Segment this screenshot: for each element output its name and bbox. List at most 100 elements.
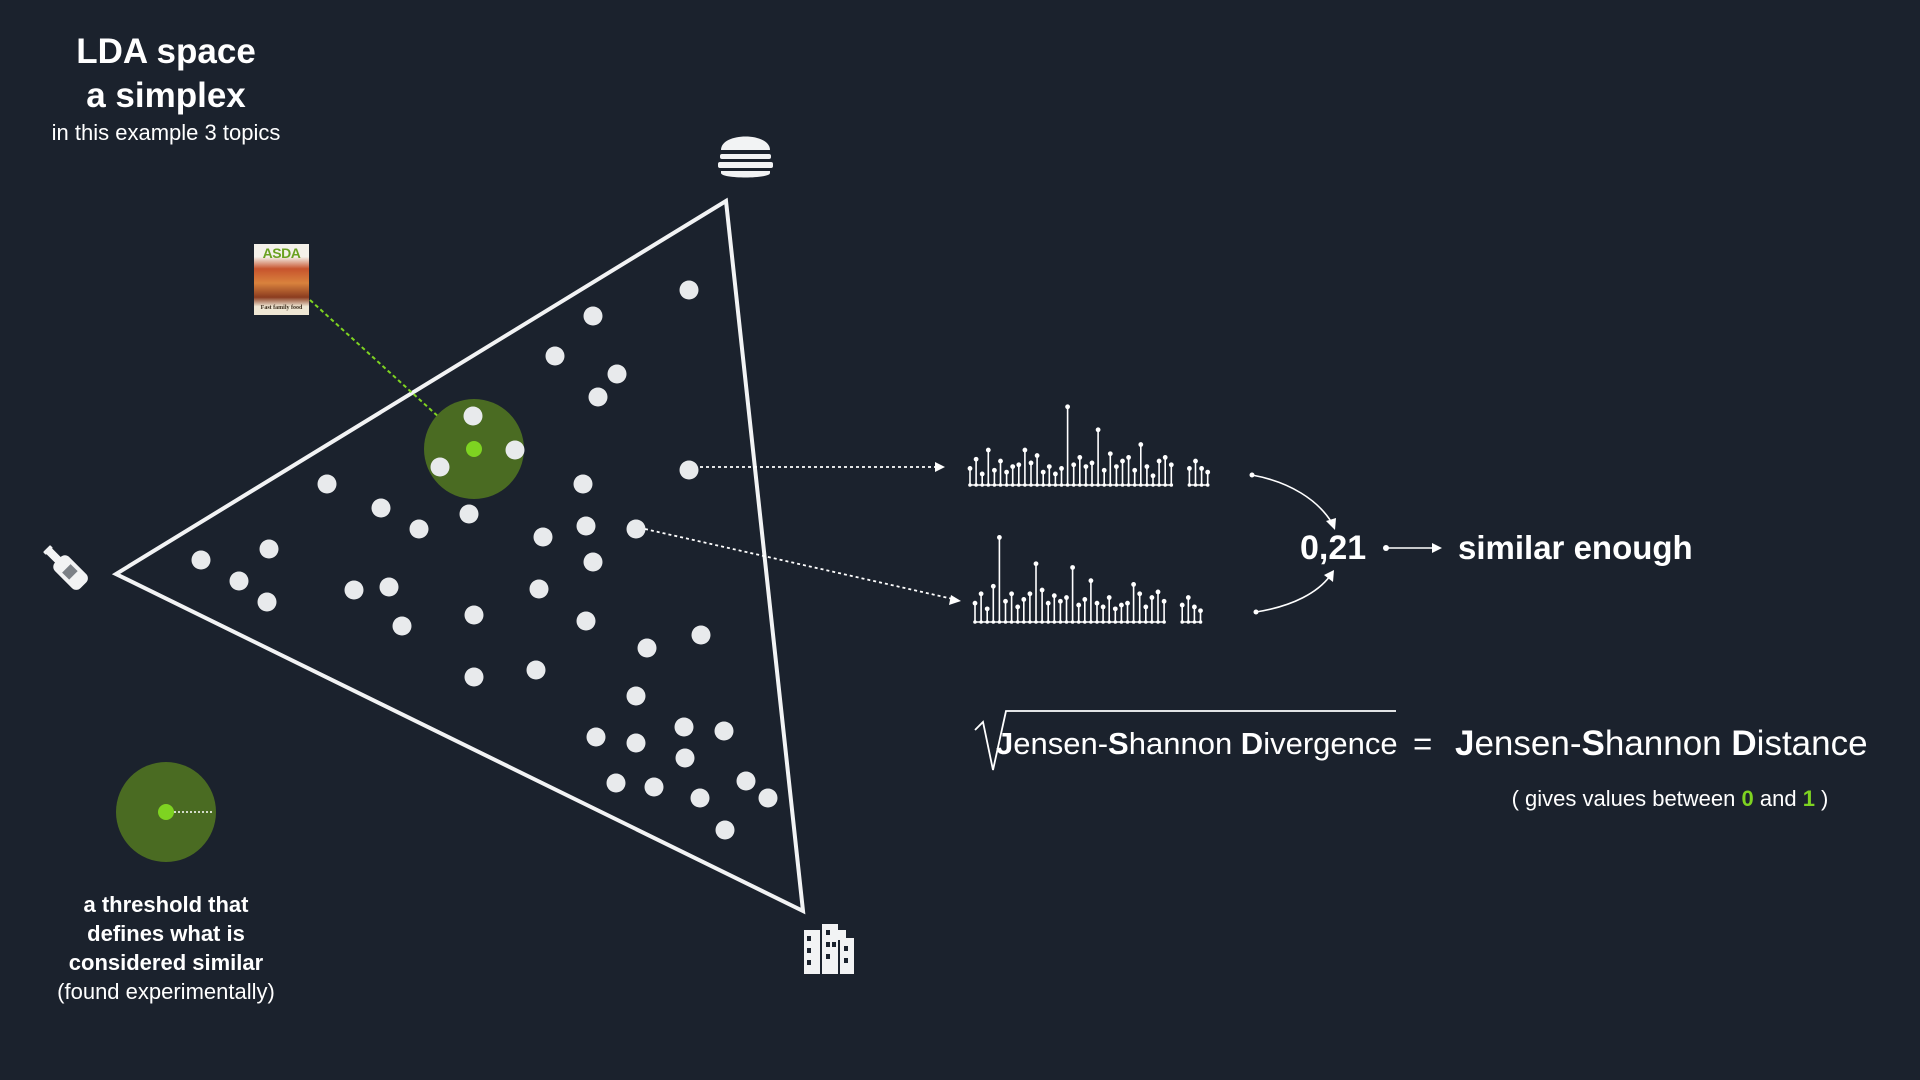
merge-curve-upper-start xyxy=(1249,472,1255,478)
distribution-stem-base xyxy=(1163,483,1167,487)
arrow-to-lower-distribution xyxy=(644,528,954,600)
distribution-stem-head xyxy=(1077,455,1083,460)
distribution-stem-head xyxy=(1155,589,1161,595)
formula-segment: S xyxy=(1581,724,1605,763)
distribution-stem-head xyxy=(1094,600,1100,606)
distribution-stem-head xyxy=(1046,464,1052,469)
distribution-stem-base xyxy=(1083,620,1087,624)
document-point xyxy=(529,579,549,599)
distribution-stem-base xyxy=(1198,620,1203,624)
distribution-stem-head xyxy=(1156,458,1162,464)
distribution-stem-head xyxy=(1076,602,1082,608)
distribution-stem-head xyxy=(1193,458,1198,464)
distribution-stem-base xyxy=(1101,620,1105,624)
distribution-stem-base xyxy=(1078,483,1082,487)
document-point xyxy=(464,667,484,687)
distribution-stem-base xyxy=(1046,620,1050,624)
distribution-stem-head xyxy=(1192,604,1197,610)
distribution-stem-head xyxy=(973,456,979,462)
distribution-stem-base xyxy=(1076,620,1081,624)
distribution-stem-base xyxy=(1089,620,1093,624)
title-subtitle: in this example 3 topics xyxy=(51,120,281,145)
threshold-line-3: considered similar xyxy=(68,950,264,975)
formula-segment: J xyxy=(1455,724,1475,763)
distribution-stem-base xyxy=(1169,483,1174,487)
document-point xyxy=(690,788,710,808)
distribution-stem-head xyxy=(998,458,1003,464)
distribution-stem-head xyxy=(992,467,997,473)
document-point xyxy=(533,527,553,547)
distribution-stem-base xyxy=(1107,620,1111,624)
distribution-stem-base xyxy=(1151,483,1155,487)
distribution-stem-base xyxy=(1015,620,1020,624)
document-point xyxy=(607,364,627,384)
distribution-stem-head xyxy=(1119,602,1124,608)
distribution-stem-head xyxy=(1095,427,1101,433)
formula-segment: hannon xyxy=(1604,724,1732,763)
document-point xyxy=(583,306,603,326)
distribution-stem-base xyxy=(1126,483,1131,487)
distribution-stem-head xyxy=(1149,595,1155,600)
distribution-stem-base xyxy=(1162,620,1166,624)
distribution-stem-head xyxy=(1199,466,1204,471)
distribution-stem-head xyxy=(1107,451,1113,457)
distribution-stem-head xyxy=(1125,600,1130,606)
distribution-stem-base xyxy=(1095,620,1099,624)
distribution-stem-head xyxy=(1016,462,1022,468)
distribution-stem-head xyxy=(1064,595,1069,600)
distribution-stem-head xyxy=(978,591,984,597)
distribution-stem-base xyxy=(1137,620,1142,624)
distribution-stem-base xyxy=(1144,620,1148,624)
distribution-stem-base xyxy=(1047,483,1052,487)
distribution-stem-base xyxy=(997,620,1002,624)
distribution-stem-base xyxy=(1157,483,1161,487)
distribution-stem-head xyxy=(1120,458,1125,464)
document-point xyxy=(317,474,337,494)
distribution-stem-base xyxy=(1034,620,1038,624)
document-point xyxy=(505,440,525,460)
distribution-stem-base xyxy=(1119,620,1124,624)
document-point xyxy=(409,519,429,539)
distribution-stem-base xyxy=(1028,620,1032,624)
distribution-stem-base xyxy=(1065,483,1070,487)
distribution-stem-head xyxy=(1065,404,1070,410)
distribution-stem-base xyxy=(1132,483,1137,487)
distribution-stem-base xyxy=(1017,483,1021,487)
lower-topic-distribution xyxy=(972,535,1203,624)
document-point xyxy=(229,571,249,591)
upper-topic-distribution xyxy=(967,404,1211,487)
merge-arrowhead-lower xyxy=(1324,570,1334,582)
document-point xyxy=(573,474,593,494)
document-point xyxy=(674,717,694,737)
document-point xyxy=(526,660,546,680)
distribution-stem-head xyxy=(1022,447,1028,453)
document-point xyxy=(714,721,734,741)
title-line-1: LDA space xyxy=(76,32,256,71)
distribution-stem-base xyxy=(1064,620,1069,624)
distribution-stem-head xyxy=(1143,604,1149,610)
distribution-stem-base xyxy=(1040,620,1044,624)
document-point xyxy=(191,550,211,570)
distribution-stem-base xyxy=(1125,620,1130,624)
distribution-stem-base xyxy=(1150,620,1154,624)
distribution-stem-head xyxy=(1053,471,1058,477)
distribution-stem-head xyxy=(1058,598,1063,604)
document-point xyxy=(463,406,483,426)
distribution-stem-head xyxy=(1088,578,1094,584)
jensen-shannon-divergence-label: Jensen-Shannon Divergence xyxy=(996,718,1398,770)
document-point xyxy=(586,727,606,747)
distribution-stem-head xyxy=(1089,460,1095,466)
magazine-caption: Fast family food xyxy=(260,305,303,311)
distribution-stem-head xyxy=(967,466,973,471)
distribution-stem-head xyxy=(1198,608,1203,614)
distribution-stem-base xyxy=(974,483,978,487)
distribution-stem-base xyxy=(991,620,996,624)
similarity-score: 0,21 xyxy=(1300,529,1367,567)
document-point xyxy=(379,577,399,597)
similarity-verdict: similar enough xyxy=(1458,529,1693,566)
distribution-stem-base xyxy=(1041,483,1045,487)
distribution-stem-base xyxy=(973,620,977,624)
range-note: ( gives values between 0 and 1 ) xyxy=(1480,784,1860,814)
threshold-line-2: defines what is xyxy=(87,921,245,946)
